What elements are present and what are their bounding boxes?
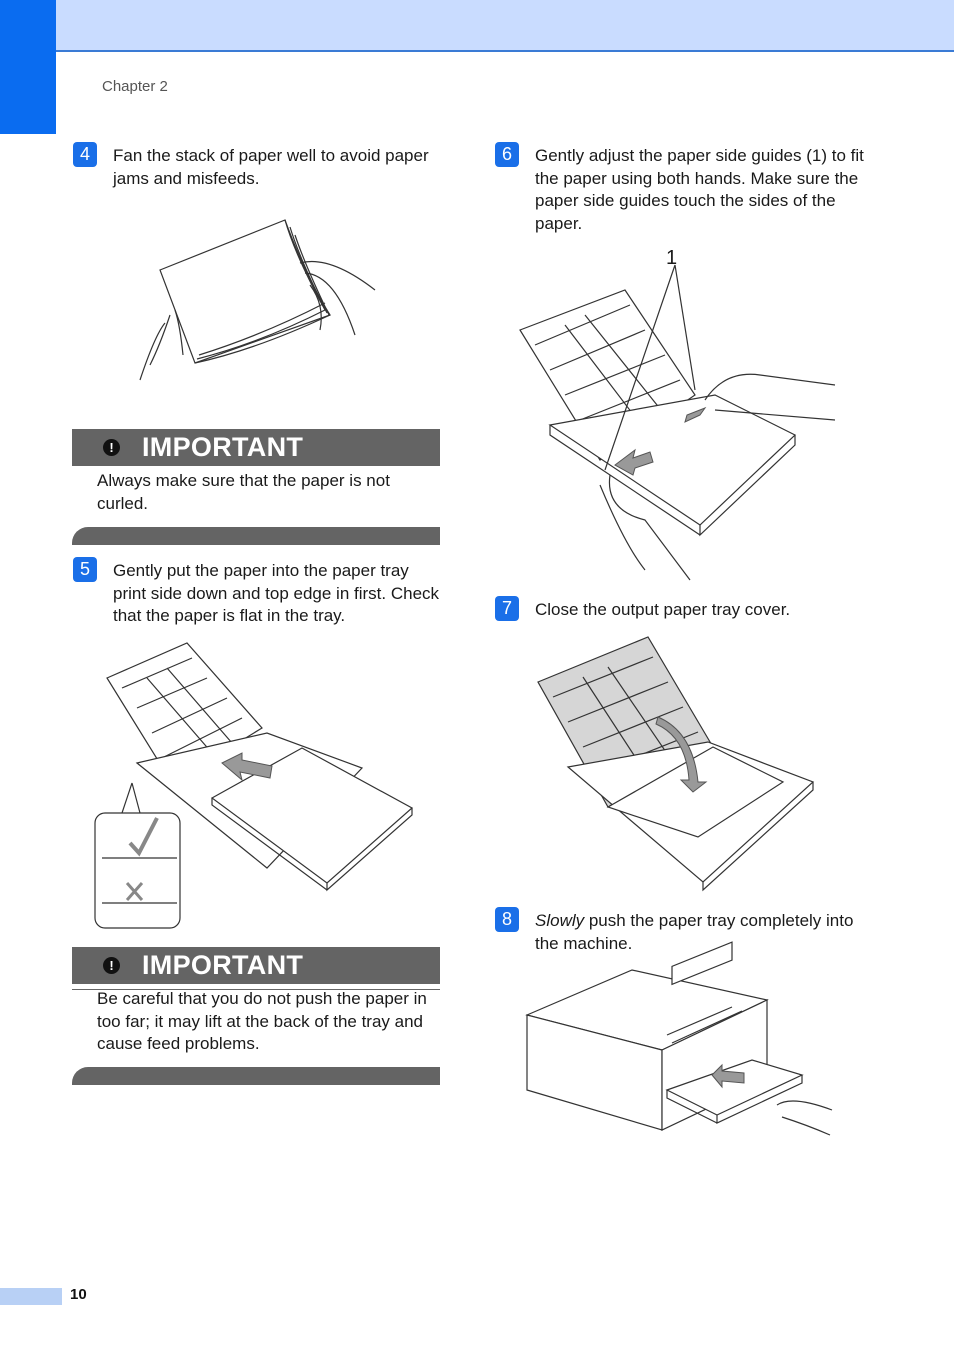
important-footer	[72, 1067, 440, 1085]
push-tray-illustration	[525, 941, 833, 1136]
step-emphasis: Slowly	[535, 911, 585, 930]
important-header: ! IMPORTANT	[72, 947, 440, 984]
important-text: Be careful that you do not push the pape…	[97, 989, 427, 1053]
side-guides-illustration	[519, 264, 836, 581]
step-text-rest: push the paper tray completely into the …	[535, 911, 854, 953]
step-number: 6	[495, 142, 519, 167]
chapter-label: Chapter 2	[102, 78, 168, 95]
step-text: Slowly push the paper tray completely in…	[535, 910, 865, 955]
close-cover-illustration	[537, 636, 815, 892]
warning-icon: !	[103, 957, 120, 974]
chapter-tab	[0, 0, 56, 134]
important-text: Always make sure that the paper is not c…	[97, 471, 390, 513]
important-header: ! IMPORTANT	[72, 429, 440, 466]
page-number: 10	[70, 1286, 87, 1303]
step-text: Gently adjust the paper side guides (1) …	[535, 146, 864, 233]
step-text: Gently put the paper into the paper tray…	[113, 561, 440, 625]
warning-icon: !	[103, 439, 120, 456]
header-band	[0, 0, 954, 52]
paper-into-tray-illustration	[94, 642, 414, 929]
step-text: Close the output paper tray cover.	[535, 600, 791, 619]
fan-paper-illustration	[139, 219, 376, 381]
callout-label: 1	[666, 247, 678, 269]
step-text: Fan the stack of paper well to avoid pap…	[113, 146, 429, 188]
page-number-bar	[0, 1288, 62, 1305]
important-label: IMPORTANT	[142, 950, 304, 980]
step-number: 8	[495, 907, 519, 932]
important-footer	[72, 527, 440, 545]
important-label: IMPORTANT	[142, 432, 304, 462]
step-number: 7	[495, 596, 519, 621]
step-number: 4	[73, 142, 97, 167]
important-divider	[72, 989, 440, 990]
step-number: 5	[73, 557, 97, 582]
